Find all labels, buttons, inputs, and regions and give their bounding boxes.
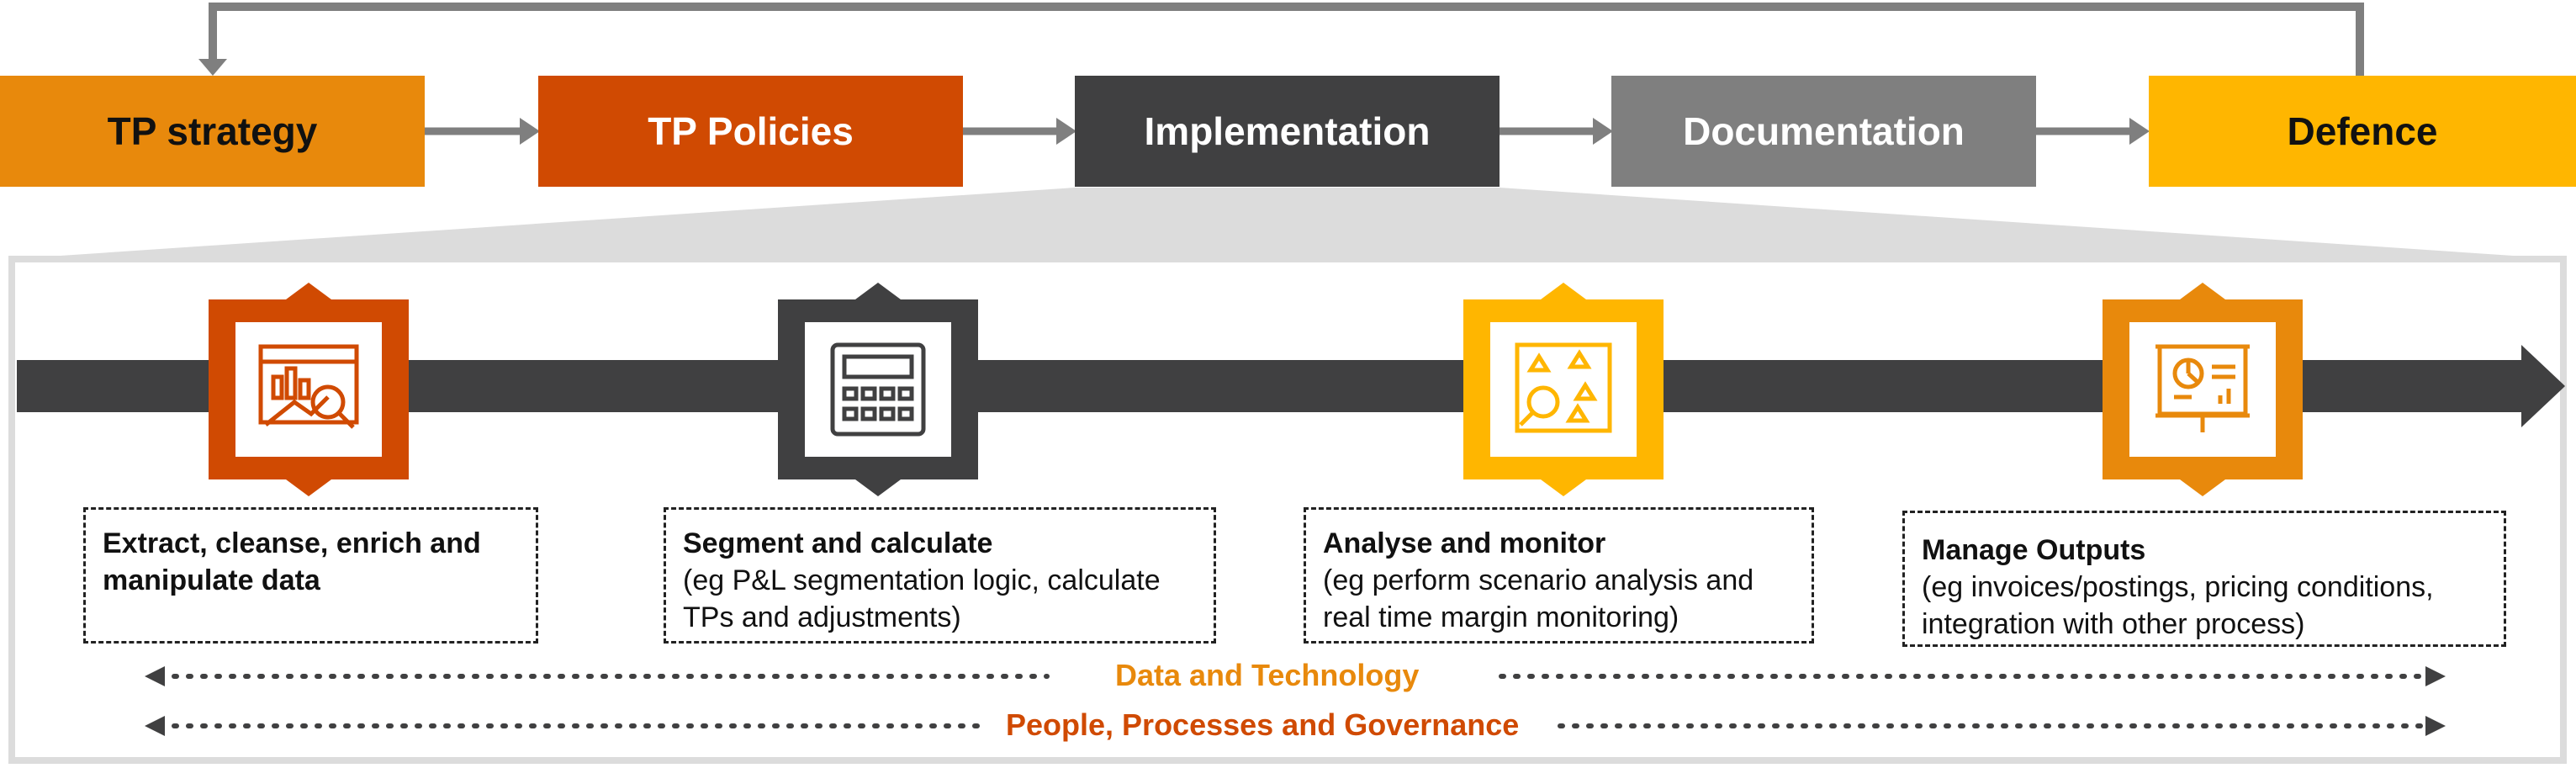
phase-tp-strategy: TP strategy — [0, 76, 425, 187]
presentation-board-icon — [2155, 344, 2250, 432]
process-arrow-head — [2521, 345, 2565, 427]
step-title: Analyse and monitor — [1323, 527, 1606, 559]
step-box-segment: Segment and calculate (eg P&L segmentati… — [664, 507, 1216, 644]
step-box-outputs: Manage Outputs (eg invoices/postings, pr… — [1902, 511, 2506, 647]
feedback-loop-arrowhead — [198, 59, 227, 76]
phase-implementation: Implementation — [1075, 76, 1500, 187]
step-badge-2 — [778, 283, 978, 496]
enabler-label-people-processes: People, Processes and Governance — [989, 707, 1537, 743]
people-process-band — [145, 716, 2446, 736]
data-analytics-icon — [258, 344, 359, 429]
step-badge-3 — [1463, 283, 1664, 496]
step-description: (eg invoices/postings, pricing condition… — [1922, 571, 2434, 640]
monitoring-icon — [1515, 342, 1612, 433]
step-title: Segment and calculate — [683, 527, 993, 559]
phase-connectors — [425, 118, 2150, 145]
step-badge-1 — [209, 283, 409, 496]
calculator-icon — [830, 342, 926, 437]
phase-defence: Defence — [2149, 76, 2576, 187]
enabler-label-data-technology: Data and Technology — [1098, 658, 1436, 693]
phase-documentation: Documentation — [1611, 76, 2036, 187]
feedback-loop-arrow — [209, 3, 2364, 76]
step-description: (eg perform scenario analysis and real t… — [1323, 564, 1754, 633]
step-description: (eg P&L segmentation logic, calculate TP… — [683, 564, 1161, 633]
step-title: Extract, cleanse, enrich and manipulate … — [103, 527, 481, 596]
step-box-extract: Extract, cleanse, enrich and manipulate … — [83, 507, 538, 644]
step-title: Manage Outputs — [1922, 534, 2146, 566]
phase-tp-policies: TP Policies — [538, 76, 963, 187]
step-badge-4 — [2103, 283, 2303, 496]
step-box-analyse: Analyse and monitor (eg perform scenario… — [1304, 507, 1814, 644]
implementation-zoom-callout — [10, 188, 2563, 259]
data-technology-band — [145, 666, 2446, 686]
